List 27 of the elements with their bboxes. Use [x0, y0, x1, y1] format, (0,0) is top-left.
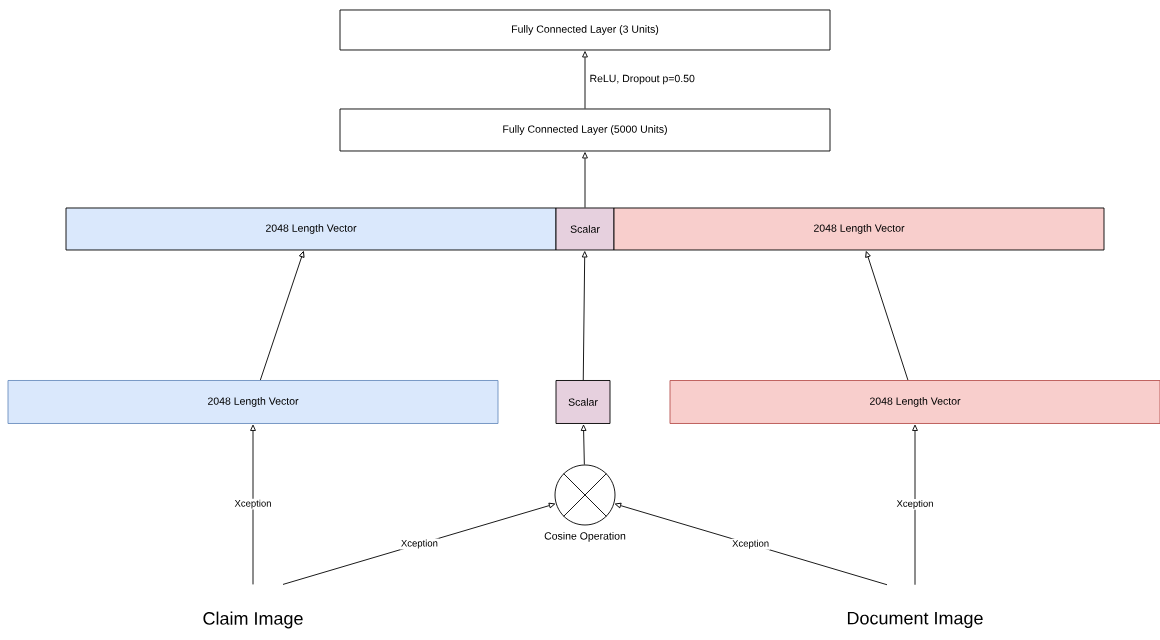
- arrow: [282, 502, 556, 585]
- arrow: [250, 424, 256, 585]
- arrow: [580, 424, 587, 465]
- layer-box: Fully Connected Layer (5000 Units): [339, 108, 831, 152]
- arrow: [912, 424, 918, 586]
- vector-box: 2048 Length Vector: [669, 380, 1160, 424]
- scalar-box: Scalar: [555, 207, 615, 251]
- vector-box: 2048 Length Vector: [65, 207, 557, 251]
- arrow: [582, 152, 588, 208]
- scalar-box: Scalar: [555, 380, 611, 424]
- edge-label: Xception: [731, 538, 771, 550]
- edge-label: Xception: [399, 538, 439, 550]
- vector-box: 2048 Length Vector: [7, 380, 499, 424]
- arrow: [582, 51, 588, 109]
- arrow: [259, 251, 305, 381]
- layer-box: Fully Connected Layer (3 Units): [339, 9, 831, 51]
- arrow: [581, 251, 588, 381]
- edge-label: Xception: [233, 498, 273, 510]
- input-label: Claim Image: [203, 611, 303, 629]
- arrow: [614, 502, 888, 586]
- edge-label: Xception: [895, 498, 935, 510]
- node-caption: Cosine Operation: [544, 531, 626, 542]
- edge-label: ReLU, Dropout p=0.50: [590, 74, 695, 85]
- input-label: Document Image: [847, 611, 983, 629]
- arrow: [865, 251, 909, 381]
- cosine-circle: [554, 464, 616, 526]
- vector-box: 2048 Length Vector: [613, 207, 1105, 251]
